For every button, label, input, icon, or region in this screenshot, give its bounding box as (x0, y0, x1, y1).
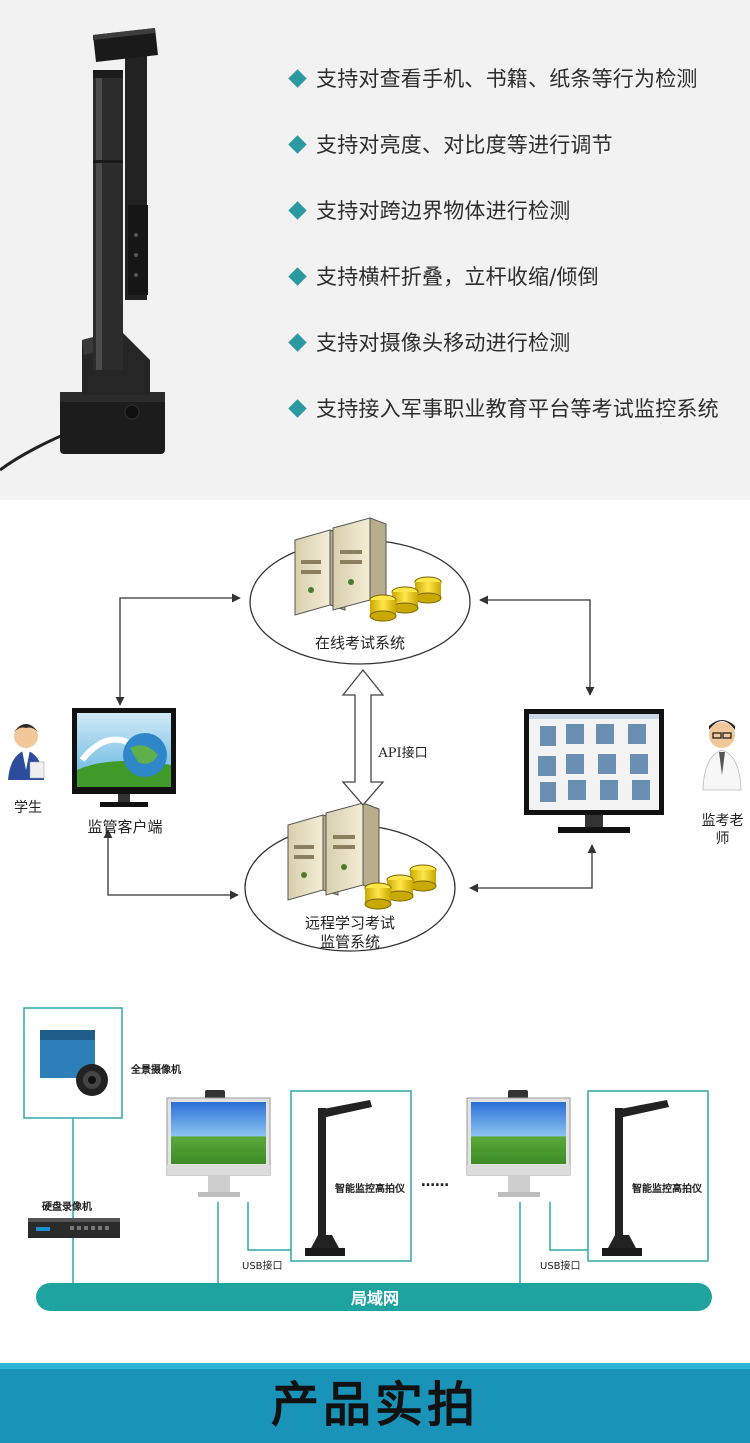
document-camera-device-icon (587, 1090, 709, 1262)
network-diagram: 全景摄像机 硬盘录像机 智能监控高拍仪 智能监控高拍仪 USB接口 USB接口 … (0, 980, 750, 1363)
client-label: 监管客户端 (87, 818, 163, 836)
server-icon (294, 517, 387, 616)
dvr-label: 硬盘录像机 (42, 1202, 92, 1213)
feature-item: 支持对查看手机、书籍、纸条等行为检测 (288, 58, 698, 98)
feature-item: 支持对跨边界物体进行检测 (288, 190, 570, 230)
banner-title: 产品实拍 (270, 1377, 479, 1433)
feature-text: 支持接入军事职业教育平台等考试监控系统 (316, 397, 719, 421)
lan-bar (36, 1283, 712, 1311)
panoramic-camera-label: 全景摄像机 (131, 1065, 181, 1076)
feature-text: 支持对摄像头移动进行检测 (316, 331, 571, 355)
proctor-label-2: 师 (715, 831, 730, 847)
banner-top-band (0, 1363, 750, 1369)
feature-item: 支持对亮度、对比度等进行调节 (288, 124, 613, 164)
feature-text: 支持横杆折叠，立杆收缩/倾倒 (316, 265, 599, 289)
student-label: 学生 (14, 800, 42, 816)
api-label: API接口 (378, 746, 428, 761)
feature-item: 支持横杆折叠，立杆收缩/倾倒 (288, 256, 599, 296)
student-avatar-icon (8, 724, 45, 780)
usb-label-left: USB接口 (242, 1261, 283, 1272)
remote-system-label-2: 监管系统 (319, 933, 380, 951)
api-double-arrow (341, 668, 385, 806)
feature-text: 支持对查看手机、书籍、纸条等行为检测 (316, 67, 698, 91)
document-camera-image (0, 28, 165, 472)
desktop-computer-icon (166, 1090, 271, 1197)
diamond-bullet-icon (288, 398, 307, 418)
server-icon (287, 802, 380, 901)
diamond-bullet-icon (288, 332, 307, 352)
dvr-icon (28, 1218, 120, 1238)
diamond-bullet-icon (288, 134, 307, 154)
device-label-left: 智能监控高拍仪 (335, 1184, 405, 1195)
document-camera-device-icon (290, 1090, 412, 1262)
device-label-right: 智能监控高拍仪 (632, 1184, 702, 1195)
feature-item: 支持对摄像头移动进行检测 (288, 322, 570, 362)
usb-label-right: USB接口 (540, 1261, 581, 1272)
panoramic-camera-icon (23, 1007, 123, 1119)
database-icon (364, 864, 437, 910)
diamond-bullet-icon (288, 200, 307, 220)
client-monitor-icon (72, 708, 176, 807)
online-exam-system-label: 在线考试系统 (314, 634, 405, 652)
proctor-monitor-icon (524, 709, 664, 833)
ellipsis-label: …… (421, 1174, 449, 1190)
feature-text: 支持对跨边界物体进行检测 (316, 199, 571, 223)
diamond-bullet-icon (288, 68, 307, 88)
product-photo-banner: 产品实拍 (0, 1363, 750, 1443)
remote-system-label-1: 远程学习考试 (304, 914, 395, 932)
feature-text: 支持对亮度、对比度等进行调节 (316, 133, 613, 157)
proctor-label-1: 监考老 (701, 813, 744, 829)
diamond-bullet-icon (288, 266, 307, 286)
feature-item: 支持接入军事职业教育平台等考试监控系统 (288, 388, 719, 428)
features-section: 支持对查看手机、书籍、纸条等行为检测 支持对亮度、对比度等进行调节 支持对跨边界… (0, 0, 750, 500)
desktop-computer-icon (466, 1090, 571, 1197)
proctor-avatar-icon (702, 720, 742, 791)
lan-label: 局域网 (350, 1289, 399, 1308)
system-diagram: 在线考试系统 API接口 学生 监管客户端 远程学习考试 监管系统 监考老 师 (0, 500, 750, 980)
database-icon (369, 576, 442, 622)
